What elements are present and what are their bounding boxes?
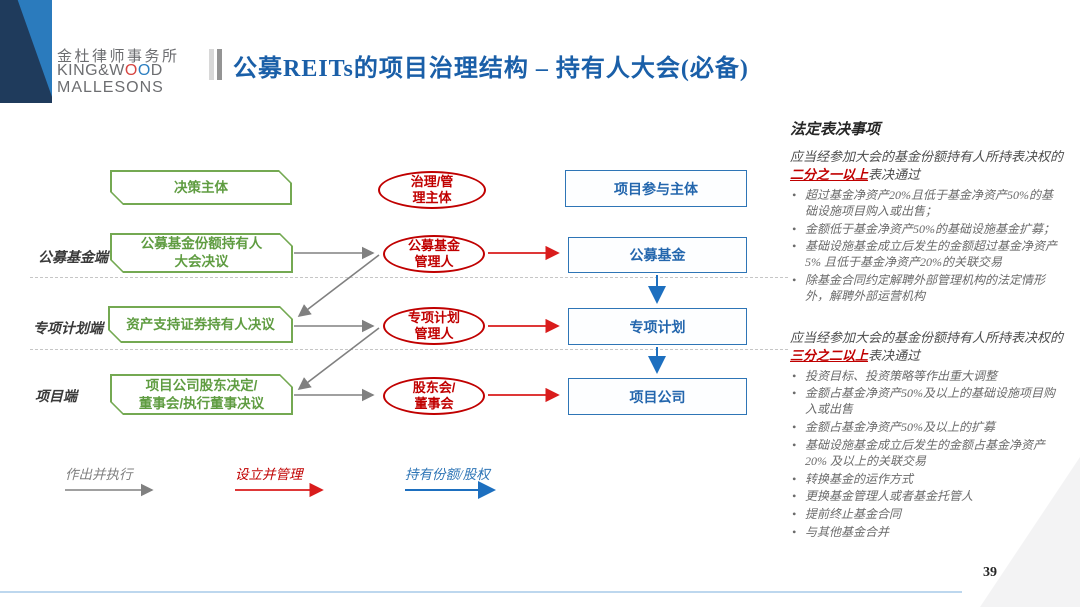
decision-box-fund-holders-meeting: 公募基金份额持有人 大会决议 — [110, 233, 293, 273]
logo-english-line2: MALLESONS — [57, 79, 164, 96]
panel-heading: 法定表决事项 — [790, 122, 881, 138]
vote-item: 转换基金的运作方式 — [790, 472, 1064, 488]
statutory-voting-panel: 法定表决事项 应当经参加大会的基金份额持有人所持表决权的二分之一以上表决通过 超… — [790, 118, 1064, 555]
oval-fund-manager: 公募基金 管理人 — [383, 235, 485, 273]
oval-shareholders-board: 股东会/ 董事会 — [383, 377, 485, 415]
participant-header-box: 项目参与主体 — [565, 170, 747, 207]
establish-manage-arrows — [235, 245, 560, 498]
two-thirds-threshold-emphasis: 三分之二以上 — [790, 347, 869, 363]
logo-english-line1: KING&WOOD — [57, 62, 163, 79]
legend-make-execute: 作出并执行 — [65, 467, 133, 482]
row-label-plan-side: 专项计划端 — [33, 322, 103, 337]
page-title: 公募REITs的项目治理结构 – 持有人大会(必备) — [233, 56, 749, 82]
vote-item: 投资目标、投资策略等作出重大调整 — [790, 369, 1064, 385]
vote-item: 除基金合同约定解聘外部管理机构的法定情形外，解聘外部运营机构 — [790, 273, 1064, 305]
vote-item: 基础设施基金成立后发生的金额超过基金净资产5% 且低于基金净资产20%的关联交易 — [790, 239, 1064, 271]
title-accent-bar-dark — [217, 49, 222, 80]
vote-item: 与其他基金合并 — [790, 525, 1064, 541]
logo-red-ring: O — [124, 62, 138, 79]
decision-box-project-shareholder: 项目公司股东决定/ 董事会/执行董事决议 — [110, 374, 293, 415]
kwm-logo-mark-icon — [0, 0, 52, 103]
footer-divider-line — [0, 591, 962, 593]
participant-box-special-plan: 专项计划 — [568, 308, 747, 345]
half-vote-intro: 应当经参加大会的基金份额持有人所持表决权的二分之一以上表决通过 — [790, 149, 1064, 182]
vote-item: 金额占基金净资产50%及以上的基础设施项目购入或出售 — [790, 386, 1064, 418]
legend-hold-shares: 持有份额/股权 — [405, 467, 490, 482]
row-divider-2 — [30, 349, 788, 350]
make-execute-arrows — [65, 246, 380, 497]
section-gap — [790, 319, 1064, 329]
oval-plan-manager: 专项计划 管理人 — [383, 307, 485, 345]
legend-establish-manage: 设立并管理 — [235, 467, 303, 482]
row-divider-1 — [30, 277, 788, 278]
vote-item: 金额占基金净资产50%及以上的扩募 — [790, 420, 1064, 436]
logo-chinese-name: 金杜律师事务所 — [57, 48, 180, 65]
participant-box-project-company: 项目公司 — [568, 378, 747, 415]
page-number: 39 — [983, 565, 997, 580]
decision-box-abs-holders: 资产支持证券持有人决议 — [108, 306, 293, 343]
decision-header-box: 决策主体 — [110, 170, 292, 205]
half-vote-items: 超过基金净资产20%且低于基金净资产50%的基础设施项目购入或出售； 金额低于基金… — [790, 188, 1064, 305]
governance-header-oval: 治理/管 理主体 — [378, 171, 486, 209]
vote-item: 更换基金管理人或者基金托管人 — [790, 489, 1064, 505]
vote-item: 基础设施基金成立后发生的金额占基金净资产20% 及以上的关联交易 — [790, 438, 1064, 470]
title-accent-bar-light — [209, 49, 214, 80]
two-thirds-vote-intro: 应当经参加大会的基金份额持有人所持表决权的三分之二以上表决通过 — [790, 329, 1064, 363]
vote-item: 金额低于基金净资产50%的基础设施基金扩募； — [790, 222, 1064, 238]
vote-item: 提前终止基金合同 — [790, 507, 1064, 523]
kwm-logo-blue-triangle — [17, 0, 52, 97]
half-threshold-emphasis: 二分之一以上 — [790, 166, 869, 182]
two-thirds-vote-items: 投资目标、投资策略等作出重大调整金额占基金净资产50%及以上的基础设施项目购入或… — [790, 369, 1064, 541]
row-label-project-side: 项目端 — [35, 390, 77, 405]
row-label-fund-side: 公募基金端 — [38, 251, 108, 266]
logo-blue-ring: O — [137, 62, 151, 79]
vote-item: 超过基金净资产20%且低于基金净资产50%的基础设施项目购入或出售； — [790, 188, 1064, 220]
participant-box-public-fund: 公募基金 — [568, 237, 747, 273]
